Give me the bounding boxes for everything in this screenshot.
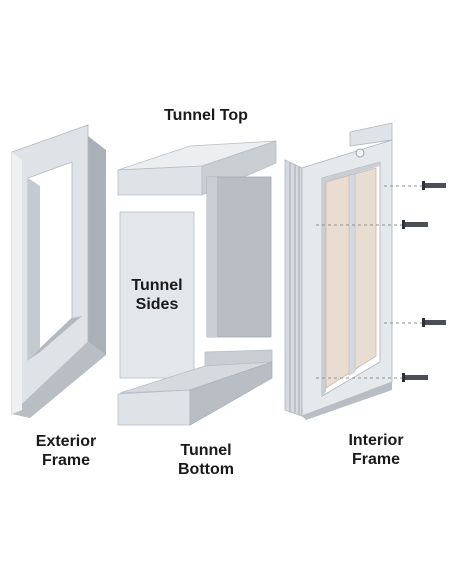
exterior-frame-inner-left [28,178,40,360]
interior-frame [284,122,393,420]
label-exterior-frame-line2: Frame [41,452,91,469]
label-tunnel-top: Tunnel Top [164,107,248,124]
tunnel-side-right-edge [207,177,217,337]
door-flap-divider [348,173,356,376]
screw-4 [316,373,428,382]
label-exterior-frame: Exterior Frame [26,432,106,470]
label-interior-frame-line2: Frame [351,451,401,468]
screws [316,181,446,382]
label-interior-frame-line1: Interior [348,432,404,449]
screw-2 [316,220,428,229]
tunnel-side-left [119,211,195,379]
screw-1 [384,181,446,190]
screw-icon [424,183,446,188]
exterior-frame-right-edge [88,136,106,355]
exterior-frame [11,124,106,418]
label-tunnel-bottom-line1: Tunnel [180,442,232,459]
tunnel-bottom-front [117,389,191,426]
tunnel-sides [119,176,272,379]
label-tunnel-sides: Tunnel Sides [118,276,196,314]
tunnel-bottom-side [189,361,273,426]
screw-icon [424,320,446,325]
exterior-frame-left-strip [12,152,22,414]
label-tunnel-sides-line2: Sides [135,296,179,313]
tunnel-side-right [206,176,272,338]
label-exterior-frame-line1: Exterior [35,433,97,450]
screw-icon [404,375,428,380]
tunnel-bottom [117,349,273,426]
exterior-frame-bottom-edge [12,342,106,418]
screw-icon [404,222,428,227]
label-interior-frame: Interior Frame [336,431,416,469]
exterior-frame-inner-bottom [28,316,82,360]
screw-3 [384,318,446,327]
label-tunnel-bottom-line2: Bottom [178,461,234,478]
interior-frame-bottom-edge [302,382,392,420]
tunnel-top-front [117,165,203,196]
latch-icon [355,148,365,158]
label-tunnel-bottom: Tunnel Bottom [166,441,246,479]
label-tunnel-sides-line1: Tunnel [131,277,183,294]
